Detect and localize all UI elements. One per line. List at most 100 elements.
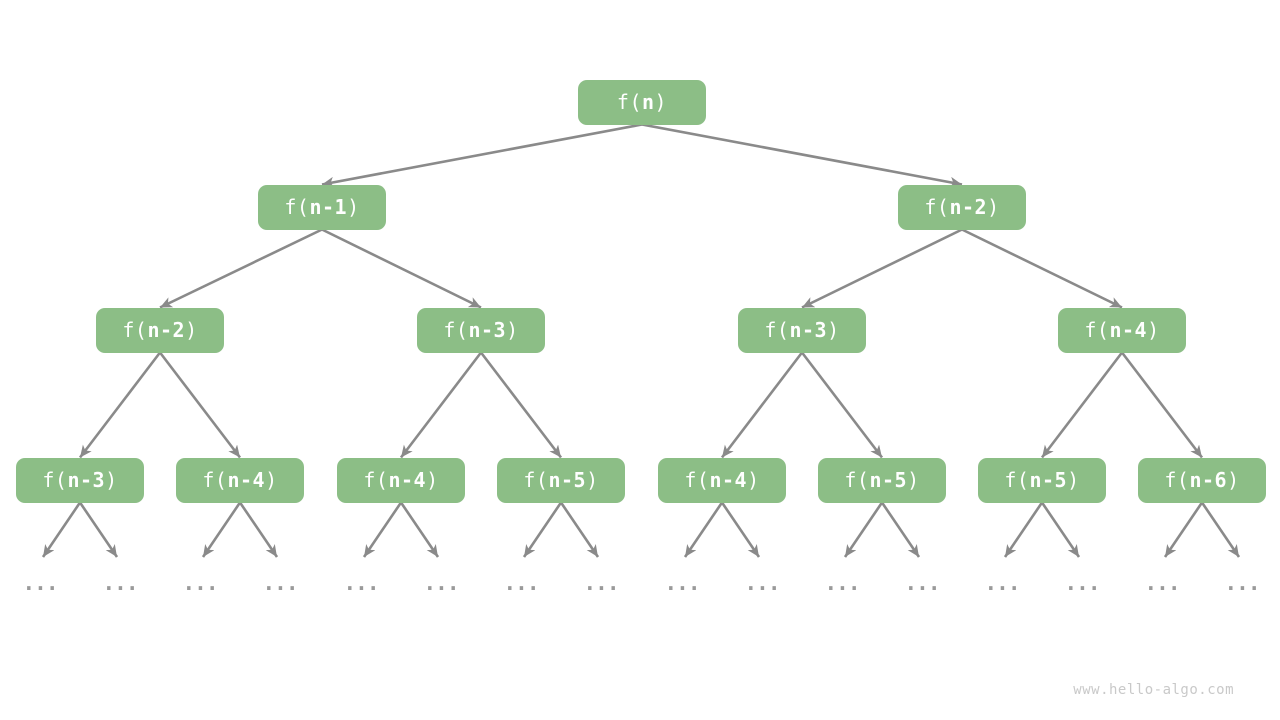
- node-label-prefix: f(: [363, 468, 389, 492]
- tree-node-f-n-3: f(n-3): [417, 307, 545, 353]
- edge-arrow: [720, 351, 804, 459]
- node-label-prefix: f(: [122, 318, 148, 342]
- watermark: www.hello-algo.com: [1073, 682, 1234, 698]
- edge-arrow: [720, 501, 761, 558]
- ellipsis-leaf: ...: [343, 571, 380, 595]
- ellipsis-leaf: ...: [182, 571, 219, 595]
- node-label-prefix: f(: [1004, 468, 1030, 492]
- node-label-core: n-6: [1189, 468, 1228, 492]
- node-label-suffix: ): [105, 468, 118, 492]
- edge-arrow: [159, 228, 323, 309]
- ellipsis-leaf: ...: [102, 571, 139, 595]
- ellipsis-leaf: ...: [262, 571, 299, 595]
- ellipsis-leaf: ...: [824, 571, 861, 595]
- ellipsis-leaf: ...: [22, 571, 59, 595]
- node-label-suffix: ): [827, 318, 840, 342]
- node-label-suffix: ): [1067, 468, 1080, 492]
- ellipsis-leaf: ...: [503, 571, 540, 595]
- tree-node-f-n-4: f(n-4): [176, 457, 304, 503]
- node-label-core: n-2: [949, 195, 988, 219]
- tree-node-f-n-2: f(n-2): [898, 184, 1026, 230]
- node-label-core: n-4: [388, 468, 427, 492]
- node-label-suffix: ): [586, 468, 599, 492]
- node-label-prefix: f(: [202, 468, 228, 492]
- node-label-prefix: f(: [684, 468, 710, 492]
- tree-node-f-n-4: f(n-4): [658, 457, 786, 503]
- node-label-core: n-3: [67, 468, 106, 492]
- edge-arrow: [843, 501, 884, 558]
- node-label-suffix: ): [265, 468, 278, 492]
- node-label-suffix: ): [1227, 468, 1240, 492]
- ellipsis-leaf: ...: [1144, 571, 1181, 595]
- ellipsis-leaf: ...: [664, 571, 701, 595]
- edge-arrow: [1163, 501, 1204, 558]
- node-label-suffix: ): [654, 90, 668, 114]
- edge-arrow: [238, 501, 279, 558]
- node-label-core: n-1: [309, 195, 348, 219]
- edge-arrow: [201, 501, 242, 558]
- edge-arrow: [78, 351, 162, 459]
- node-label-core: n: [642, 90, 655, 114]
- ellipsis-leaf: ...: [423, 571, 460, 595]
- ellipsis-leaf: ...: [984, 571, 1021, 595]
- edge-arrow: [1040, 501, 1081, 558]
- edge-arrow: [78, 501, 119, 558]
- tree-node-f-n-5: f(n-5): [818, 457, 946, 503]
- node-label-core: n-5: [869, 468, 908, 492]
- node-label-prefix: f(: [1084, 318, 1110, 342]
- node-label-suffix: ): [1147, 318, 1160, 342]
- node-label-core: n-4: [709, 468, 748, 492]
- edge-arrow: [41, 501, 82, 558]
- tree-node-f-n-5: f(n-5): [978, 457, 1106, 503]
- node-label-suffix: ): [185, 318, 198, 342]
- node-label-prefix: f(: [924, 195, 950, 219]
- node-label-core: n-3: [468, 318, 507, 342]
- node-label-suffix: ): [426, 468, 439, 492]
- edge-arrow: [1120, 351, 1204, 459]
- tree-node-f-n-2: f(n-2): [96, 307, 224, 353]
- node-label-core: n-2: [147, 318, 186, 342]
- node-label-prefix: f(: [523, 468, 549, 492]
- edge-arrow: [479, 351, 563, 459]
- node-label-core: n-4: [227, 468, 266, 492]
- edge-arrow: [1003, 501, 1044, 558]
- edge-arrow: [961, 228, 1123, 309]
- ellipsis-leaf: ...: [744, 571, 781, 595]
- edge-arrow: [158, 351, 242, 459]
- edge-arrow: [641, 123, 963, 188]
- edge-arrow: [321, 228, 482, 309]
- edge-arrow: [880, 501, 921, 558]
- node-label-prefix: f(: [844, 468, 870, 492]
- node-label-prefix: f(: [616, 90, 642, 114]
- tree-node-f-n-1: f(n-1): [258, 184, 386, 230]
- ellipsis-leaf: ...: [1064, 571, 1101, 595]
- edge-arrow: [683, 501, 724, 558]
- edge-arrow: [1040, 351, 1124, 459]
- edge-arrow: [522, 501, 563, 558]
- edge-arrow: [559, 501, 600, 558]
- edge-arrow: [399, 501, 440, 558]
- node-label-suffix: ): [747, 468, 760, 492]
- ellipsis-leaf: ...: [1224, 571, 1261, 595]
- node-label-core: n-5: [548, 468, 587, 492]
- node-label-core: n-5: [1029, 468, 1068, 492]
- node-label-prefix: f(: [1164, 468, 1190, 492]
- edge-arrow: [399, 351, 483, 459]
- tree-node-f-n: f(n): [578, 79, 706, 125]
- edge-arrow: [800, 351, 884, 459]
- edge-arrow: [801, 228, 963, 309]
- node-label-suffix: ): [347, 195, 360, 219]
- node-label-suffix: ): [987, 195, 1000, 219]
- edge-arrow: [362, 501, 403, 558]
- tree-node-f-n-4: f(n-4): [1058, 307, 1186, 353]
- node-label-prefix: f(: [284, 195, 310, 219]
- tree-node-f-n-6: f(n-6): [1138, 457, 1266, 503]
- node-label-suffix: ): [907, 468, 920, 492]
- ellipsis-leaf: ...: [583, 571, 620, 595]
- node-label-core: n-3: [789, 318, 828, 342]
- edge-arrow: [321, 123, 643, 188]
- node-label-prefix: f(: [42, 468, 68, 492]
- node-label-suffix: ): [506, 318, 519, 342]
